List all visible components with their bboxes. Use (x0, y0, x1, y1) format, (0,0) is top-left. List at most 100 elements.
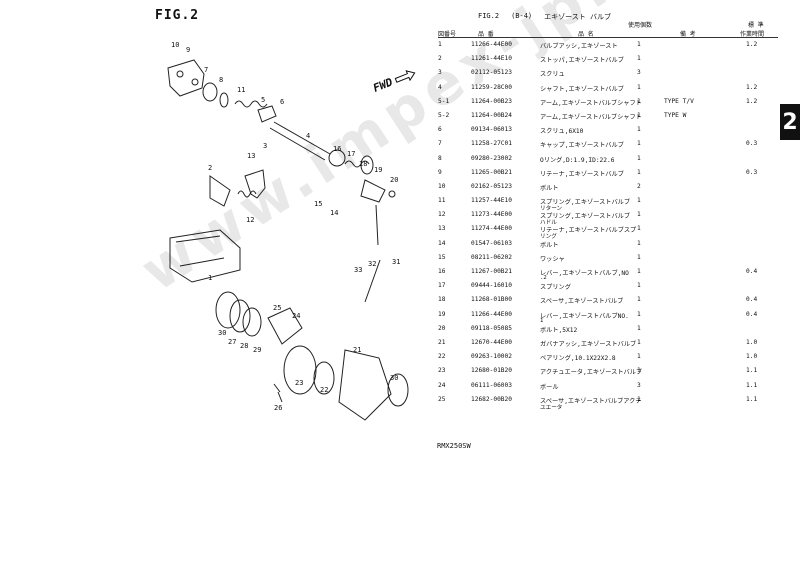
header-no: 図番号 (438, 31, 457, 38)
cell-name: アクチュエータ,エキゾーストバルブ (540, 369, 643, 377)
cell-qty: 1 (637, 197, 641, 205)
cell-part-no: 01547-06103 (471, 239, 512, 247)
cell-part-no: 11264-00B24 (471, 111, 512, 119)
cell-part-no: 02162-05123 (471, 182, 512, 190)
header-time-1: 標 準 (748, 22, 764, 29)
cell-time: 1.2 (746, 97, 758, 105)
cell-name: スペーサ,エキゾーストバルブ (540, 298, 624, 306)
svg-text:11: 11 (237, 86, 245, 94)
cell-qty: 1 (637, 83, 641, 91)
cell-part-no: 11259-28C00 (471, 83, 512, 91)
cell-no: 5-1 (438, 97, 450, 105)
cell-part-no: 12680-01B20 (471, 367, 512, 375)
cell-no: 6 (438, 126, 442, 134)
table-title: FIG.2 (B-4) エキゾースト バルブ (478, 12, 611, 22)
cell-name: スクリュ (540, 71, 565, 79)
forward-indicator: FWD (371, 66, 417, 95)
table-row: 3 02112-05123 スクリュ 3 (438, 67, 778, 81)
header-qty: 使用個数 (628, 22, 653, 29)
cell-qty: 1 (637, 282, 641, 290)
cell-no: 18 (438, 296, 446, 304)
cell-name: スプリング,エキゾーストバルブ (540, 213, 631, 221)
cell-qty: 2 (637, 182, 641, 190)
svg-text:33: 33 (354, 266, 362, 274)
cell-name: レバー,エキゾーストバルブNO. (540, 312, 629, 320)
section-tab: 2 (780, 104, 800, 140)
cell-no: 12 (438, 211, 446, 219)
svg-text:19: 19 (374, 166, 382, 174)
svg-text:3: 3 (263, 142, 267, 150)
svg-text:4: 4 (306, 132, 310, 140)
cell-name: スクリュ,6X10 (540, 128, 584, 136)
cell-qty: 1 (637, 126, 641, 134)
cell-no: 19 (438, 310, 446, 318)
cell-qty: 1 (637, 225, 641, 233)
cell-time: 0.4 (746, 310, 758, 318)
svg-text:13: 13 (247, 152, 255, 160)
header-part-no: 品 番 (478, 31, 494, 38)
svg-text:21: 21 (353, 346, 361, 354)
svg-text:29: 29 (253, 346, 261, 354)
cell-no: 25 (438, 395, 446, 403)
cell-part-no: 11268-01B00 (471, 296, 512, 304)
svg-text:32: 32 (368, 260, 376, 268)
rod-shape (364, 204, 381, 303)
cell-name: スペーサ,エキゾーストバルブアクチ (540, 397, 642, 405)
cell-qty: 1 (637, 111, 641, 119)
cell-no: 20 (438, 324, 446, 332)
cell-name: リテーナ,エキゾーストバルブスプ (540, 227, 637, 235)
svg-text:1: 1 (208, 274, 212, 282)
cell-qty: 1 (637, 353, 641, 361)
svg-text:30: 30 (390, 374, 398, 382)
table-title-fig: FIG.2 (478, 12, 500, 20)
cell-time: 1.1 (746, 367, 758, 375)
cell-part-no: 11266-44E00 (471, 41, 512, 48)
cell-qty: 1 (637, 268, 641, 275)
cell-time: 1.0 (746, 353, 758, 361)
cell-qty: 1 (637, 97, 641, 105)
cap-shape (202, 82, 218, 102)
cell-qty: 1 (637, 310, 641, 318)
cell-time: 0.4 (746, 268, 758, 275)
cell-name: アーム,エキゾーストバルブシャフト (540, 113, 642, 121)
valve-cover-shape (167, 59, 205, 97)
cell-no: 3 (438, 69, 442, 77)
cell-qty: 3 (637, 69, 641, 77)
svg-text:30: 30 (218, 329, 226, 337)
table-title-name: エキゾースト バルブ (544, 13, 612, 21)
arrow-right-icon (394, 69, 416, 83)
spring-shape (234, 100, 268, 108)
cell-name: ボルト (540, 184, 559, 192)
cell-qty: 1 (637, 367, 641, 375)
cell-time: 1.1 (746, 395, 758, 403)
svg-text:26: 26 (274, 404, 282, 412)
cell-name-continued: ユエータ (540, 404, 563, 411)
cell-part-no: 11257-44E10 (471, 197, 512, 205)
header-name: 品 名 (578, 31, 594, 38)
cell-part-no: 09280-23002 (471, 154, 512, 162)
cell-no: 11 (438, 197, 446, 205)
cell-no: 16 (438, 268, 446, 275)
cell-name-continued: リング (540, 234, 557, 241)
table-title-code: (B-4) (511, 12, 533, 20)
cell-name: スプリング (540, 284, 571, 292)
cell-part-no: 11258-27C01 (471, 140, 512, 148)
header-divider (438, 37, 778, 38)
cell-part-no: 02112-05123 (471, 69, 512, 77)
cell-time: 1.2 (746, 83, 758, 91)
cell-qty: 1 (637, 154, 641, 162)
cell-part-no: 12682-00B20 (471, 395, 512, 403)
